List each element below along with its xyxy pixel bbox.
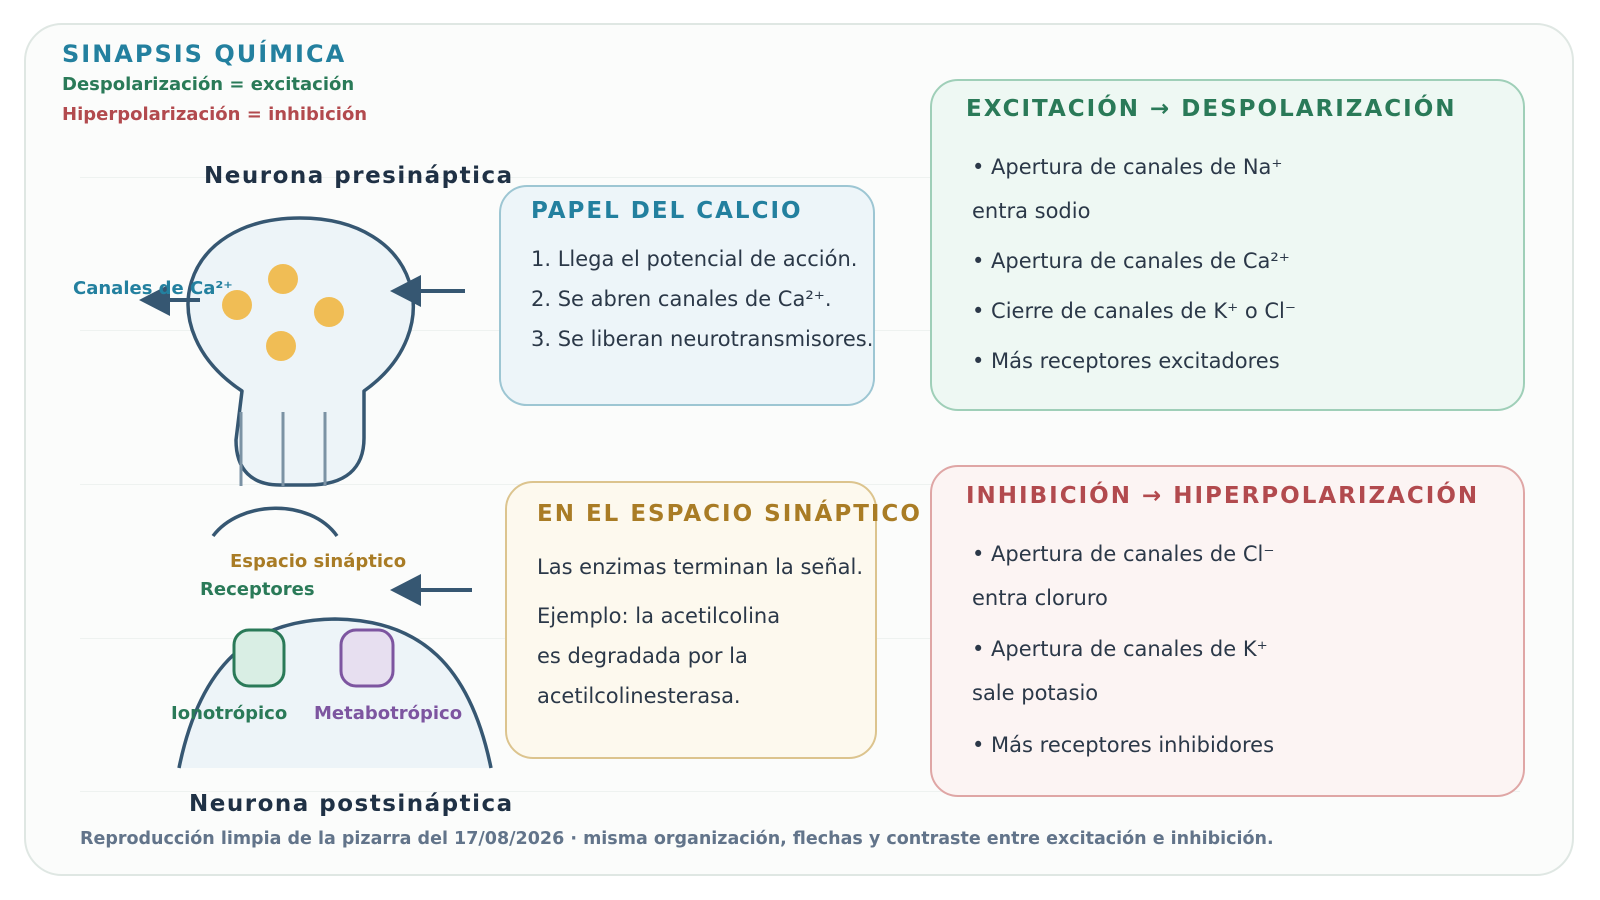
excitation-card: EXCITACIÓN → DESPOLARIZACIÓN • Apertura … (930, 79, 1525, 411)
card-title: PAPEL DEL CALCIO (531, 198, 803, 224)
card-line: 1. Llega el potencial de acción. (531, 247, 858, 271)
arrow-left-icon (139, 284, 200, 316)
card-title: INHIBICIÓN → HIPERPOLARIZACIÓN (966, 483, 1480, 509)
ionotropic-receptor (232, 628, 286, 688)
footer-note: Reproducción limpia de la pizarra del 17… (80, 829, 1274, 849)
inhibition-definition: Hiperpolarización = inhibición (62, 104, 368, 125)
vesicle (314, 297, 344, 327)
presynaptic-terminal (186, 216, 415, 487)
receptors-label: Receptores (200, 579, 315, 600)
card-line: acetilcolinesterasa. (537, 684, 741, 708)
card-line: entra cloruro (972, 586, 1108, 610)
guide-line (80, 177, 1520, 178)
vesicle (222, 290, 252, 320)
card-line: • Más receptores inhibidores (972, 733, 1275, 757)
vesicle (268, 264, 298, 294)
guide-line (80, 791, 1520, 792)
postsynaptic-membrane (179, 619, 491, 768)
metabotropic-label: Metabotrópico (314, 703, 463, 724)
excitation-definition: Despolarización = excitación (62, 74, 355, 95)
arrow-left-icon (390, 275, 465, 307)
arrow-left-icon (390, 574, 472, 606)
card-line: • Apertura de canales de K⁺ (972, 637, 1268, 661)
postsynaptic-label: Neurona postsináptica (189, 791, 514, 817)
calcium-channels-label: Canales de Ca²⁺ (73, 278, 233, 299)
synaptic-space-card: EN EL ESPACIO SINÁPTICO Las enzimas term… (505, 481, 920, 759)
card-line: 3. Se liberan neurotransmisores. (531, 327, 874, 351)
card-line: • Apertura de canales de Na⁺ (972, 155, 1283, 179)
synaptic-cleft-arc (211, 506, 339, 538)
inhibition-card: INHIBICIÓN → HIPERPOLARIZACIÓN • Apertur… (930, 465, 1525, 797)
card-line: • Apertura de canales de Ca²⁺ (972, 249, 1290, 273)
calcium-role-card: PAPEL DEL CALCIO 1. Llega el potencial d… (499, 185, 875, 406)
card-line: 2. Se abren canales de Ca²⁺. (531, 287, 832, 311)
card-title: EN EL ESPACIO SINÁPTICO (537, 501, 922, 527)
page-title: SINAPSIS QUÍMICA (62, 40, 347, 68)
synaptic-space-label: Espacio sináptico (230, 551, 407, 572)
card-line: Las enzimas terminan la señal. (537, 555, 864, 579)
metabotropic-receptor (339, 628, 395, 688)
card-line: es degradada por la (537, 644, 748, 668)
card-line: • Más receptores excitadores (972, 349, 1280, 373)
card-line: sale potasio (972, 681, 1099, 705)
card-line: • Apertura de canales de Cl⁻ (972, 542, 1275, 566)
vesicle (266, 331, 296, 361)
ionotropic-label: Ionotrópico (171, 703, 288, 724)
card-line: entra sodio (972, 199, 1091, 223)
card-title: EXCITACIÓN → DESPOLARIZACIÓN (966, 96, 1457, 122)
card-line: Ejemplo: la acetilcolina (537, 604, 781, 628)
postsynaptic-outline (177, 617, 493, 769)
presynaptic-label: Neurona presináptica (204, 163, 514, 189)
card-line: • Cierre de canales de K⁺ o Cl⁻ (972, 299, 1296, 323)
